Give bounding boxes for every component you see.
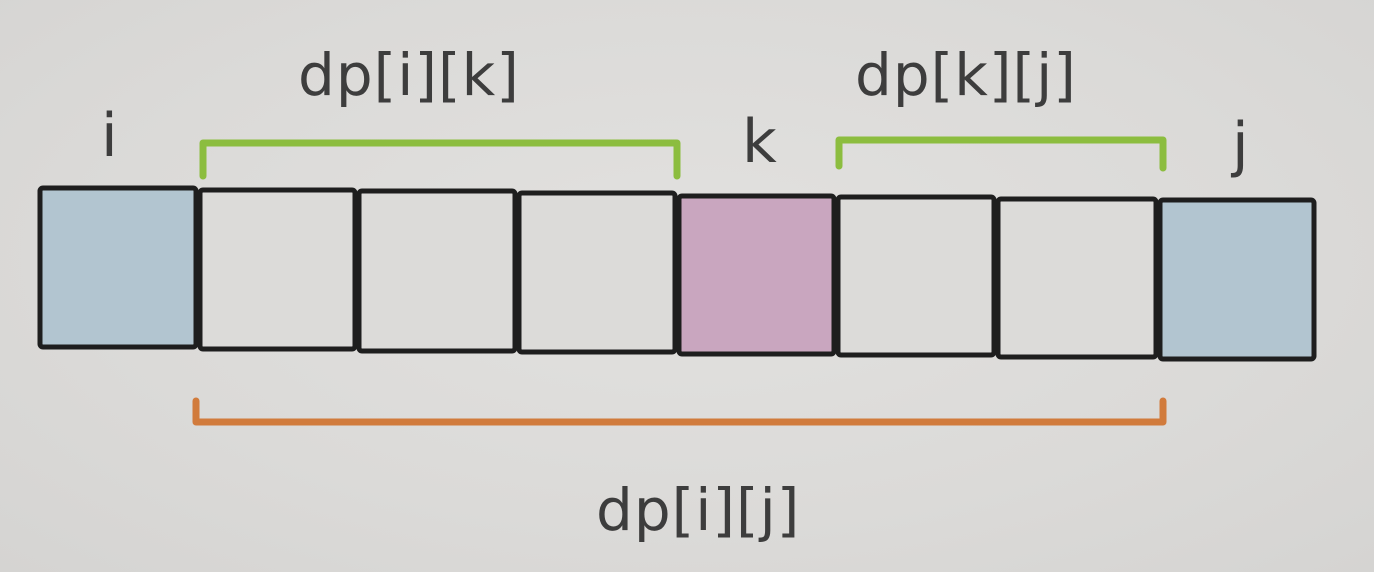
label-dp-ik: dp[i][k]	[298, 41, 520, 109]
label-k: k	[742, 107, 777, 177]
label-dp-ij: dp[i][j]	[596, 476, 801, 544]
label-j: j	[1232, 110, 1249, 180]
array-cell-between-2	[356, 188, 518, 354]
bracket-dp-ik	[199, 139, 681, 180]
array-cell-k-4	[676, 193, 837, 357]
bracket-dp-ij	[192, 397, 1167, 426]
array-cell-i-0	[37, 185, 199, 350]
array-cell-j-7	[1157, 197, 1317, 362]
bracket-dp-kj	[835, 136, 1167, 172]
array-cell-between-5	[835, 194, 997, 358]
label-dp-kj: dp[k][j]	[855, 41, 1077, 109]
array-cell-between-3	[516, 190, 678, 355]
label-i: i	[101, 101, 118, 171]
array-cells	[37, 185, 1317, 362]
array-cell-between-6	[995, 196, 1159, 360]
array-cell-between-1	[197, 187, 358, 352]
